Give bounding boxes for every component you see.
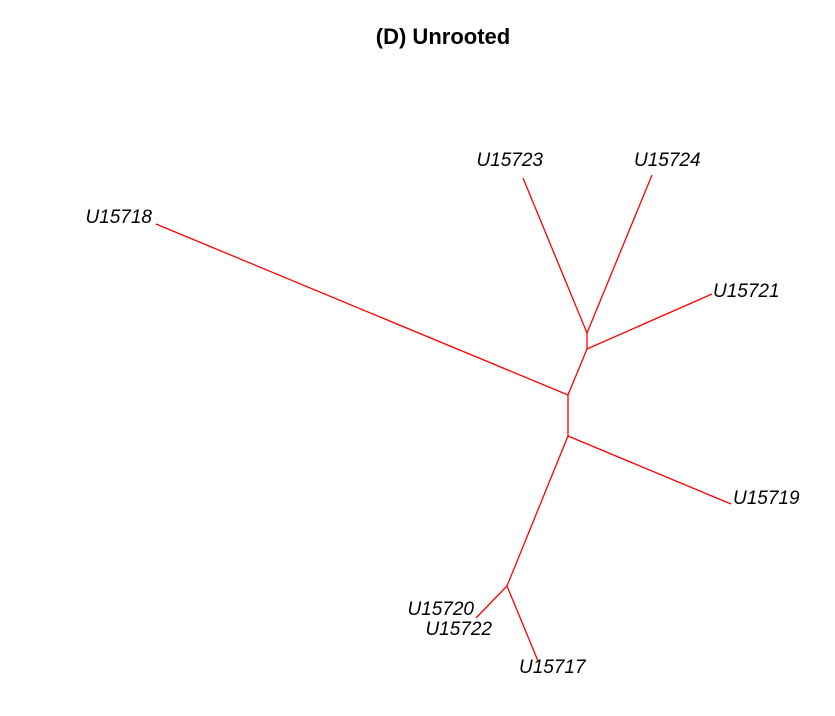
figure-title: (D) Unrooted: [376, 24, 510, 49]
tip-label-u15721: U15721: [713, 281, 780, 302]
internal-branch-upper: [567, 348, 588, 396]
tip-label-u15717: U15717: [519, 657, 587, 678]
tip-labels: U15718 U15723 U15724 U15721 U15719 U1572…: [85, 150, 800, 678]
branch-u15719: [567, 435, 732, 505]
branch-u15724: [586, 174, 653, 334]
branch-u15718: [155, 223, 569, 396]
internal-branch-lower: [506, 435, 569, 587]
branch-u15720: [475, 585, 508, 619]
tip-label-u15719: U15719: [733, 488, 800, 509]
branch-u15723: [522, 177, 588, 334]
tip-label-u15720: U15720: [407, 599, 474, 620]
branch-u15717: [506, 585, 539, 662]
tip-label-u15722: U15722: [425, 619, 492, 640]
tip-label-u15724: U15724: [634, 150, 701, 171]
tree-branches: [155, 174, 732, 662]
tip-label-u15718: U15718: [85, 207, 152, 228]
tip-label-u15723: U15723: [476, 150, 543, 171]
branch-u15721: [586, 293, 713, 350]
